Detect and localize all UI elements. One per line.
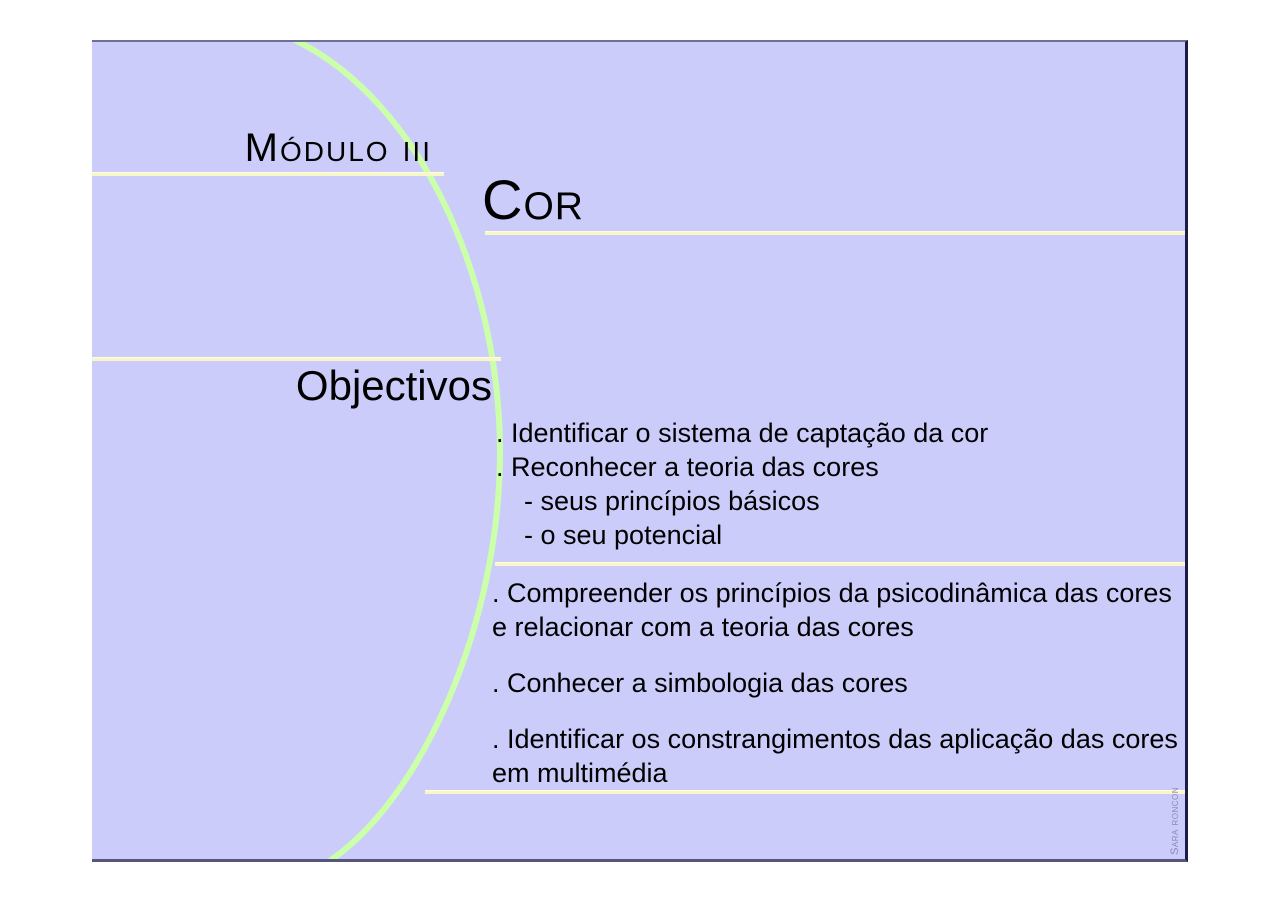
objectives-list-lower: . Compreender os princípios da psicodinâ…: [492, 576, 1185, 790]
page-title: COR: [482, 168, 584, 231]
list-item: . Conhecer a simbologia das cores: [492, 668, 908, 699]
list-item: . Identificar os constrangimentos das ap…: [492, 724, 1178, 789]
list-item: . Identificar o sistema de captação da c…: [496, 418, 989, 448]
presentation-slide: MÓDULO III COR Objectivos . Identificar …: [92, 40, 1188, 862]
rule-above-lower-bullets: [495, 562, 1185, 566]
rule-above-objectivos: [92, 357, 501, 361]
list-item: - seus princípios básicos: [524, 486, 820, 517]
objectives-list-upper: . Identificar o sistema de captação da c…: [496, 416, 1185, 552]
rule-footer: [425, 790, 1185, 794]
list-item: - o seu potencial: [524, 520, 723, 551]
list-item: . Reconhecer a teoria das cores: [496, 452, 879, 483]
rule-under-module-label: [92, 172, 444, 176]
section-heading-objectivos: Objectivos: [295, 362, 492, 409]
module-label: MÓDULO III: [244, 126, 432, 170]
list-item: . Compreender os princípios da psicodinâ…: [492, 578, 1172, 643]
rule-under-title: [485, 231, 1185, 235]
author-signature-watermark: SARA RONCON: [1169, 787, 1181, 855]
